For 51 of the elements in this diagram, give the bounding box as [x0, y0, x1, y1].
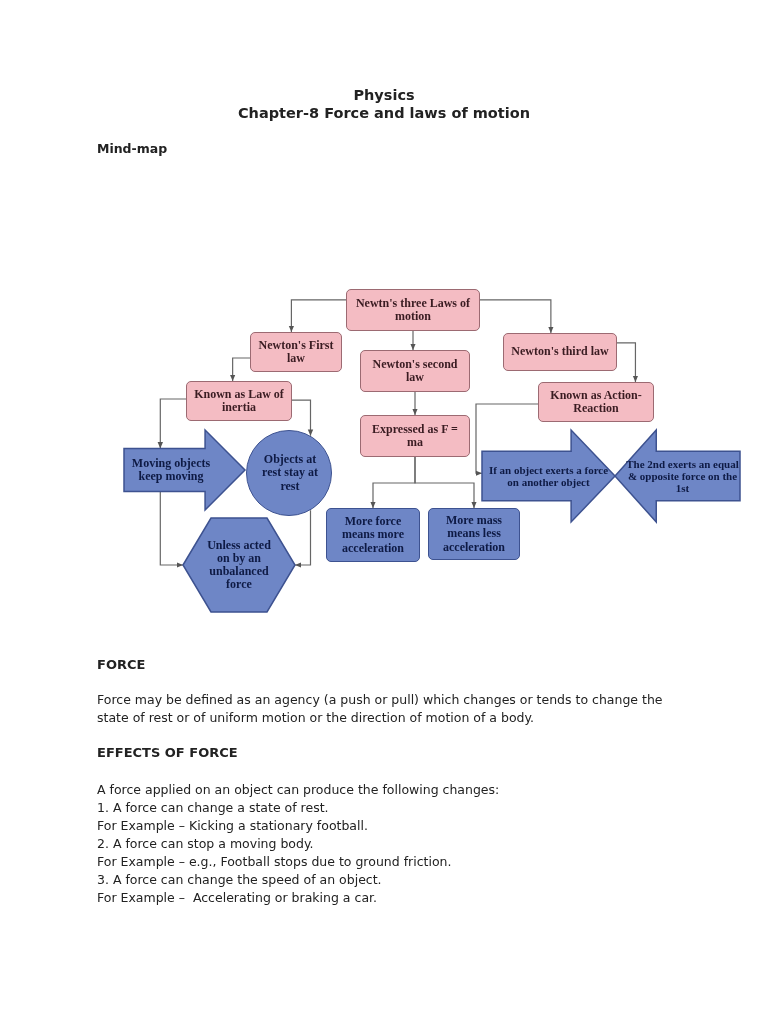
node-text: Objects at rest stay at rest — [261, 453, 319, 493]
arrow-shape — [124, 430, 245, 510]
title: Physics — [352, 86, 416, 104]
connector-arrow — [410, 330, 416, 351]
node-text: Known as Action-Reaction — [549, 388, 643, 416]
node-text: More mass means less acceleration — [442, 514, 506, 554]
node-text: Newton's second law — [371, 357, 459, 385]
node-text: If an object exerts a force on another object — [487, 463, 610, 489]
text-line: 2. A force can stop a moving body. — [97, 835, 315, 853]
connector-arrow — [291, 399, 314, 437]
connector-arrow — [288, 299, 347, 333]
subtitle: Chapter-8 Force and laws of motion — [236, 104, 531, 122]
connector-arrow — [159, 491, 184, 568]
text-line: 1. A force can change a state of rest. — [97, 799, 330, 817]
text-line: For Example – e.g., Football stops due to ground friction. — [97, 853, 453, 871]
node-text: Expressed as F = ma — [371, 422, 459, 450]
node-text: More force means more acceleration — [340, 515, 406, 555]
section-heading: EFFECTS OF FORCE — [97, 744, 239, 762]
section-heading: FORCE — [97, 656, 147, 674]
concept-box — [360, 350, 470, 392]
text-line: For Example – Accelerating or braking a car. — [97, 889, 378, 907]
connector-arrow — [412, 391, 418, 416]
node-text: Moving objects keep moving — [130, 456, 212, 484]
node-text: Newton's third law — [510, 345, 610, 359]
concept-box — [186, 381, 292, 421]
node-text: Newton's First law — [257, 338, 335, 366]
text-line: A force applied on an object can produce the following changes: — [97, 781, 501, 799]
connector-arrow — [616, 342, 639, 383]
connector-arrow — [475, 403, 539, 476]
section-heading: Mind-map — [97, 140, 169, 158]
connector-arrow — [157, 398, 187, 449]
connector-arrow — [294, 509, 312, 568]
concept-hexagon — [183, 518, 295, 612]
paragraph: Force may be defined as an agency (a push or pull) which changes or tends to change the state of rest or of uniform motion or the direction of motion of a body. — [97, 691, 664, 727]
concept-box — [360, 415, 470, 457]
node-text: Unless acted on by an unbalanced force — [206, 538, 272, 592]
node-text: Newtn's three Laws of motion — [354, 296, 472, 324]
text-line: For Example – Kicking a stationary football. — [97, 817, 369, 835]
connector-arrow — [370, 456, 416, 509]
connector-arrow — [479, 299, 554, 334]
arrow-shape — [615, 430, 740, 522]
concept-box — [428, 508, 520, 560]
node-text: The 2nd exerts an equal & opposite force on the 1st — [625, 457, 740, 495]
concept-box — [538, 382, 654, 422]
concept-box — [503, 333, 617, 371]
text-line: 3. A force can change the speed of an object. — [97, 871, 383, 889]
concept-box — [346, 289, 480, 331]
concept-box — [250, 332, 342, 372]
connector-arrow — [229, 357, 251, 382]
node-text: Known as Law of inertia — [193, 387, 285, 415]
concept-box — [326, 508, 420, 562]
